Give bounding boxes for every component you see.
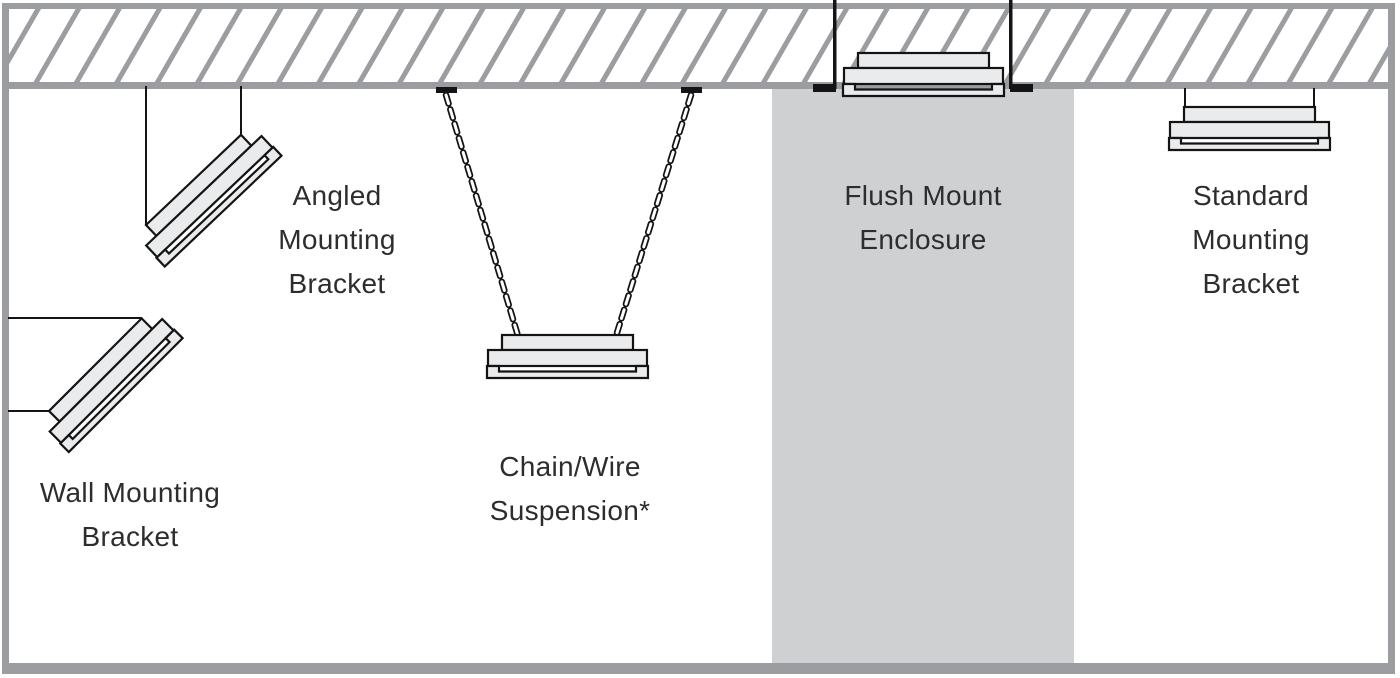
ceiling-hatch-band [2,9,1395,82]
label-line: Bracket [288,268,386,299]
flush-mount-cutout [813,0,1033,92]
label-line: Flush Mount [844,180,1002,211]
label-line: Bracket [1202,268,1300,299]
angled-bracket-wires [145,86,242,225]
label-line: Chain/Wire [499,451,641,482]
label-line: Angled [292,180,382,211]
wall-mounting-bracket-fixture [37,306,184,454]
left-wall [2,3,9,674]
flush-mount-enclosure-column [772,86,1074,666]
label-line: Wall Mounting [39,477,221,508]
suspension-chains [442,91,695,340]
ceiling-top-line [2,3,1395,9]
standard-bracket-wires [1184,88,1315,107]
label-line: Mounting [1192,224,1310,255]
angled-mounting-bracket-fixture [134,123,283,268]
ceiling-bottom-line [2,82,1395,89]
chain-suspension-fixture [485,333,650,380]
wall-mounting-bracket-label: Wall Mounting Bracket [40,471,220,559]
wall-bracket-wires [8,317,142,412]
standard-mounting-bracket-fixture [1167,105,1332,152]
flush-mount-fixture [841,51,1006,98]
label-line: Suspension* [489,495,651,526]
label-line: Standard [1192,180,1310,211]
chain-anchor-ticks [436,87,702,93]
right-wall [1388,3,1395,674]
label-line: Enclosure [859,224,987,255]
angled-mounting-bracket-label: Angled Mounting Bracket [278,174,396,306]
flush-mount-enclosure-label: Flush Mount Enclosure [844,174,1001,262]
label-line: Mounting [278,224,396,255]
bottom-border [2,663,1395,674]
chain-wire-suspension-label: Chain/Wire Suspension* [490,445,651,533]
standard-mounting-bracket-label: Standard Mounting Bracket [1192,174,1310,306]
label-line: Bracket [81,521,179,552]
